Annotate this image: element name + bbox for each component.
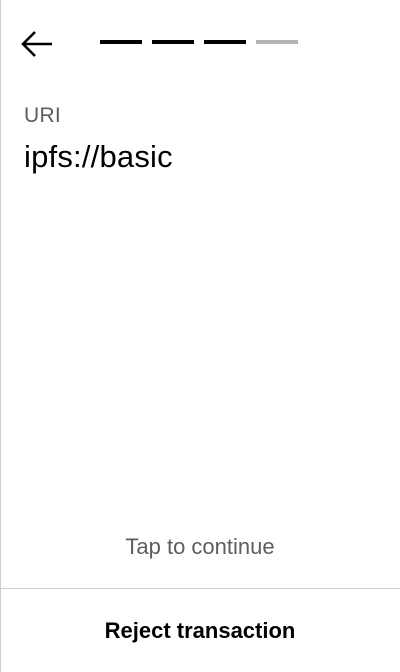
footer-divider: [0, 588, 400, 589]
progress-step-4: [256, 40, 298, 44]
progress-indicator: [100, 40, 298, 44]
field-value: ipfs://basic: [24, 139, 173, 174]
back-button[interactable]: [20, 26, 60, 62]
progress-step-1: [100, 40, 142, 44]
field-label: URI: [24, 104, 62, 127]
left-border: [0, 0, 1, 672]
tap-to-continue[interactable]: Tap to continue: [125, 534, 275, 559]
arrow-left-icon: [21, 31, 52, 57]
progress-step-3: [204, 40, 246, 44]
progress-step-2: [152, 40, 194, 44]
reject-transaction-button[interactable]: Reject transaction: [104, 617, 296, 643]
